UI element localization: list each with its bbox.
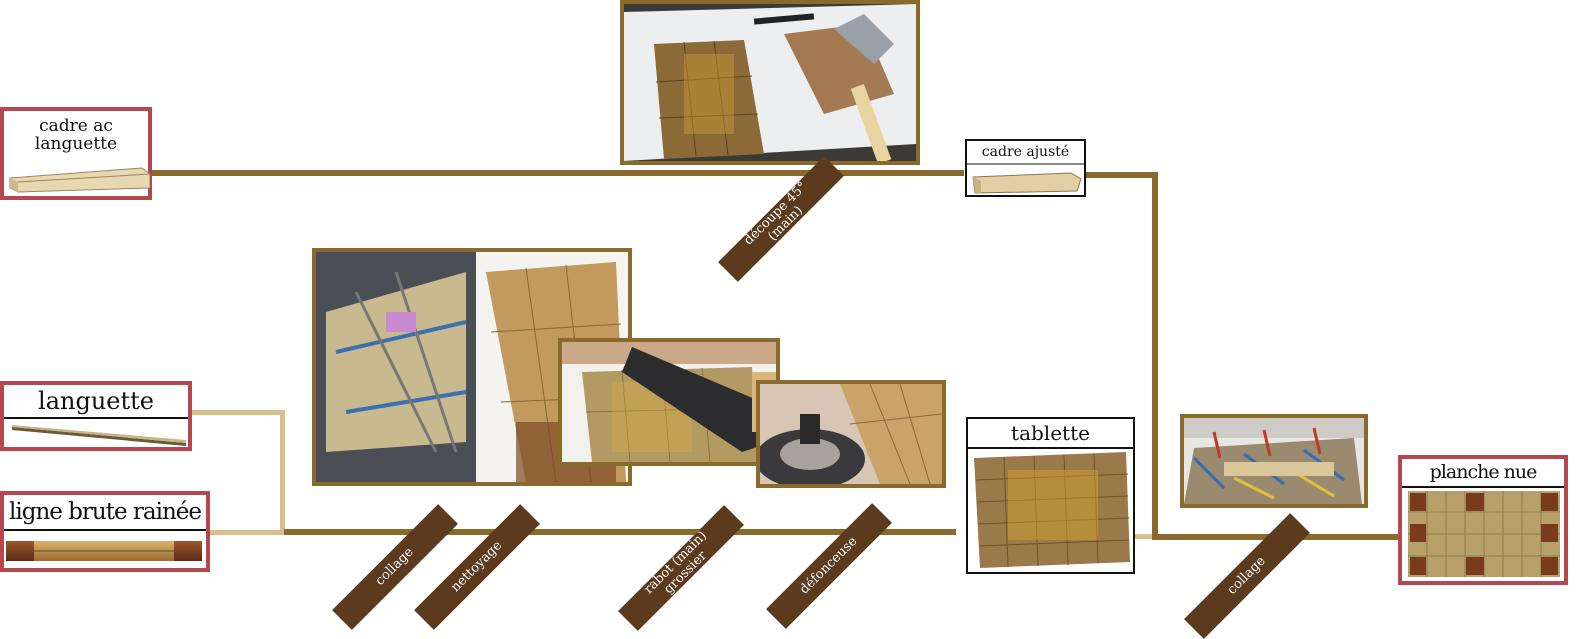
process-line-bottom — [284, 529, 956, 535]
node-cadre-ac-languette-label: cadre ac languette — [34, 116, 118, 154]
frame-line-to-join — [1086, 172, 1158, 178]
tongue-line-h — [192, 410, 284, 415]
node-planche-nue: planche nue — [1398, 455, 1568, 585]
frame-line-top — [152, 170, 964, 176]
photo-hand-plane — [558, 338, 780, 466]
tongue-line-v — [280, 410, 285, 534]
photo-router — [756, 380, 946, 488]
mitered-frame-icon — [967, 163, 1084, 194]
node-cadre-ac-languette: cadre ac languette — [0, 107, 152, 200]
frame-line-down — [1152, 172, 1158, 540]
frame-profile-icon — [9, 167, 150, 193]
step-collage-2: collage — [1184, 513, 1310, 639]
node-tablette: tablette — [966, 417, 1135, 574]
node-ligne-brute-rainee-label: ligne brute rainée — [9, 499, 202, 525]
tablette-board-image — [974, 452, 1130, 568]
step-defonceuse: défonceuse — [766, 503, 892, 629]
rough-line-h — [210, 530, 286, 535]
node-cadre-ajuste: cadre ajusté — [965, 139, 1086, 197]
node-planche-nue-label: planche nue — [1429, 461, 1538, 483]
node-ligne-brute-rainee: ligne brute rainée — [0, 491, 210, 572]
photo-final-gluing — [1180, 414, 1368, 508]
node-cadre-ajuste-label: cadre ajusté — [981, 144, 1070, 160]
node-languette: languette — [0, 381, 192, 451]
photo-cutting-45 — [620, 0, 920, 165]
step-rabot-grossier: rabot (main) grossier — [618, 505, 744, 631]
rough-line-icon — [6, 541, 202, 561]
tablette-line-right — [1134, 534, 1158, 539]
node-tablette-label: tablette — [1011, 421, 1090, 445]
tongue-strip-icon — [12, 425, 186, 446]
bare-board-image — [1408, 491, 1560, 577]
node-languette-label: languette — [38, 387, 154, 415]
